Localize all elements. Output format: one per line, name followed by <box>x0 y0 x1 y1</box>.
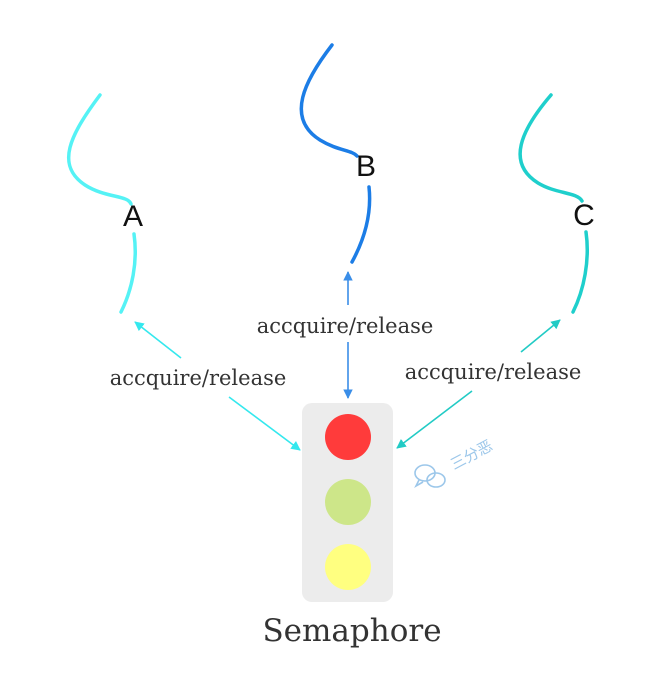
thread-c-label: C <box>573 199 595 232</box>
arrow-c: accquire/release <box>396 319 582 449</box>
arrow-a-lower-segment <box>228 396 301 451</box>
watermark-text: 三分恶 <box>447 437 495 474</box>
thread-b-upper-line <box>299 43 359 158</box>
semaphore: Semaphore <box>262 403 442 649</box>
semaphore-red-light <box>325 414 371 460</box>
arrow-c-lower-segment <box>396 390 473 449</box>
watermark: 三分恶 <box>414 437 496 489</box>
arrow-a-upper-segment <box>134 321 182 359</box>
semaphore-yellow-light <box>325 544 371 590</box>
semaphore-green-light <box>325 479 371 525</box>
thread-b-lower-line <box>350 185 372 264</box>
semaphore-title: Semaphore <box>262 613 441 649</box>
thread-a: A <box>66 93 143 314</box>
thread-b: B <box>299 43 376 264</box>
thread-a-lower-line <box>119 232 137 314</box>
arrow-c-label: accquire/release <box>405 360 582 384</box>
thread-c: C <box>518 93 595 314</box>
wechat-icon <box>414 464 446 489</box>
thread-c-lower-line <box>571 230 589 314</box>
arrow-b-label: accquire/release <box>257 314 434 338</box>
arrow-a-label: accquire/release <box>110 366 287 390</box>
thread-a-upper-line <box>66 93 133 206</box>
thread-b-label: B <box>356 150 376 183</box>
thread-a-label: A <box>123 200 143 233</box>
arrow-c-upper-segment <box>520 319 561 353</box>
thread-c-upper-line <box>518 93 584 203</box>
arrow-b: accquire/release <box>257 271 434 399</box>
arrow-a: accquire/release <box>110 321 301 451</box>
